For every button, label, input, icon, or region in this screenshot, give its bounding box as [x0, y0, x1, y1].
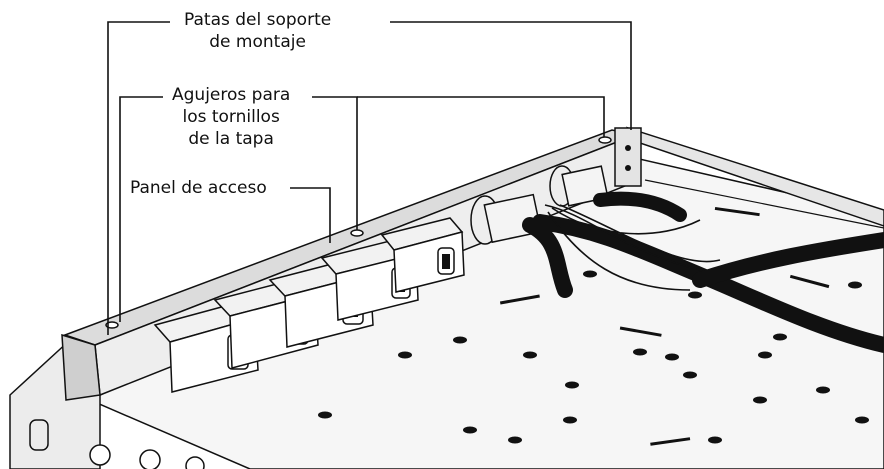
- callout-mount-legs: Patas del soporte de montaje: [180, 9, 336, 53]
- connector-module: [380, 217, 465, 293]
- callout-screw-holes-line3: de la tapa: [188, 129, 274, 149]
- mount-leg-right: [614, 127, 642, 187]
- callout-access-panel-line1: Panel de acceso: [130, 178, 267, 198]
- callout-screw-holes-line2: los tornillos: [182, 107, 280, 127]
- screw-hole-mid: [350, 229, 364, 237]
- callout-mount-legs-line1: Patas del soporte: [184, 10, 332, 30]
- leader-lines: [107, 21, 632, 335]
- screw-hole-left: [105, 321, 119, 329]
- cable-wire: [544, 204, 721, 291]
- screw-hole-right: [598, 136, 612, 144]
- cable-bundle: [593, 191, 687, 222]
- callout-mount-legs-line2: de montaje: [209, 32, 306, 52]
- floor-holes: [318, 206, 869, 446]
- callout-screw-holes-line1: Agujeros para: [172, 85, 291, 105]
- callout-access-panel: Panel de acceso: [126, 177, 271, 199]
- callout-screw-holes: Agujeros para los tornillos de la tapa: [168, 84, 295, 150]
